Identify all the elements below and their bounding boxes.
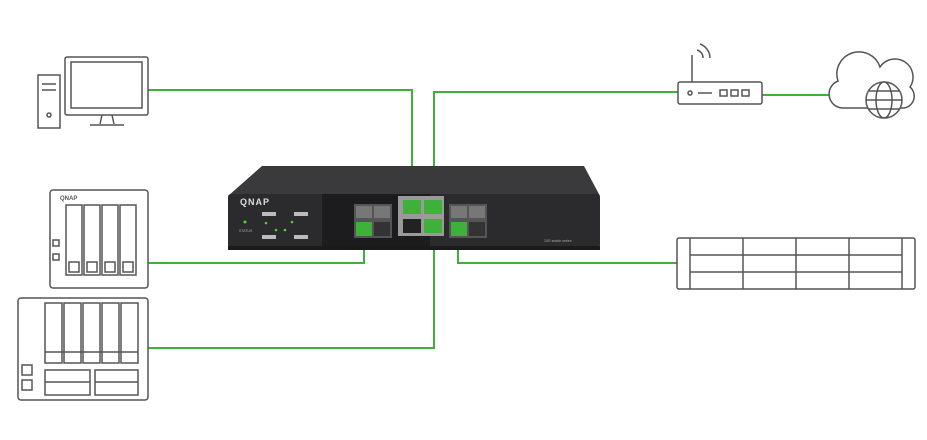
rack-storage-icon xyxy=(676,237,916,290)
link-nas-6bay xyxy=(148,232,435,349)
series-label: 10G switch series xyxy=(544,239,572,243)
router-icon xyxy=(677,43,763,105)
nas-4bay-icon xyxy=(49,189,149,289)
desktop-pc-icon xyxy=(37,56,149,129)
qnap-switch: QNAP STATUS 10G switch series xyxy=(228,166,600,250)
nas-6bay-icon xyxy=(17,297,149,401)
switch-brand-logo: QNAP xyxy=(240,197,270,207)
nas-4bay-logo: QNAP xyxy=(60,196,77,202)
internet-cloud-icon xyxy=(828,51,915,119)
status-led xyxy=(243,220,247,224)
status-label: STATUS xyxy=(239,229,253,233)
